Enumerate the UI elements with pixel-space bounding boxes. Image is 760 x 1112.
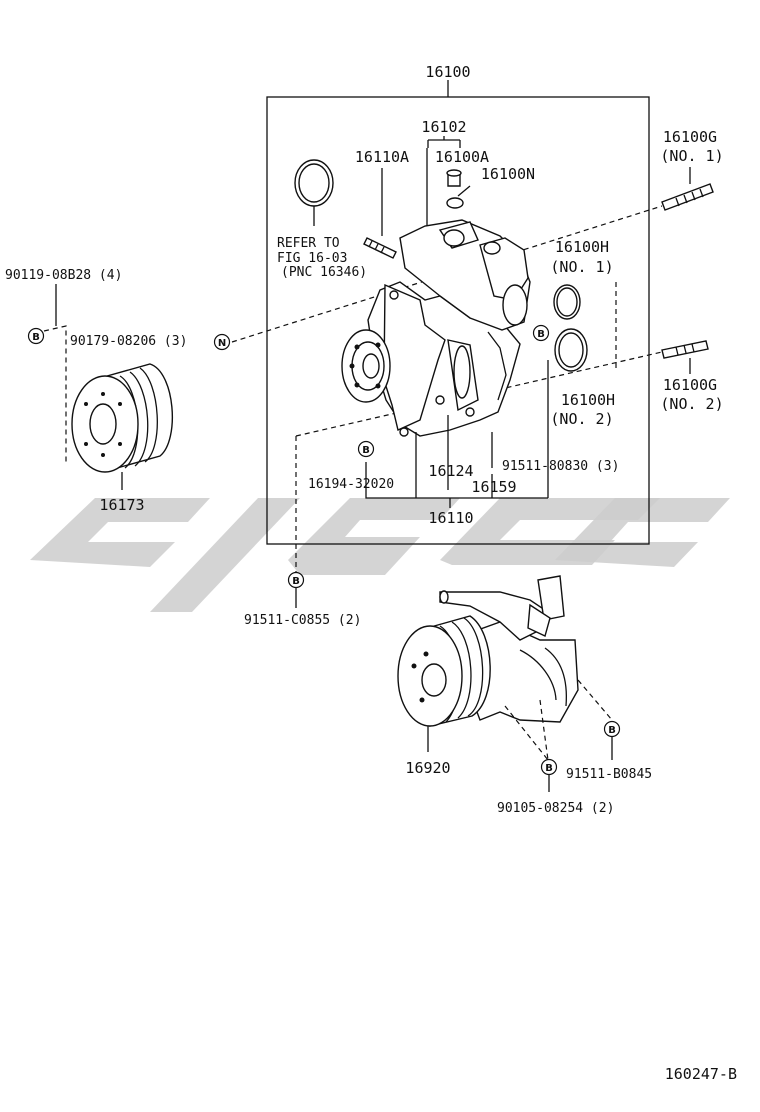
- label-bolt-top: 90119-08B28 (4): [5, 268, 122, 283]
- label-oring-h-1: 16100H: [555, 238, 609, 256]
- badge-n: N: [213, 333, 231, 351]
- water-pump-body: [341, 219, 531, 437]
- label-plug-n: 16100N: [481, 165, 535, 183]
- svg-text:B: B: [545, 763, 553, 774]
- svg-text:B: B: [362, 445, 370, 456]
- svg-text:N: N: [218, 338, 226, 349]
- label-plug-a: 16100A: [435, 148, 489, 166]
- fan-pump-16920: [397, 575, 579, 727]
- label-gasket: 16194-32020: [308, 477, 394, 492]
- washer-16100n: [446, 197, 464, 209]
- label-stud-g-2: 16100G: [663, 376, 717, 394]
- label-stud-g-1: 16100G: [663, 128, 717, 146]
- label-bolt-b0845: 91511-B0845: [566, 767, 652, 782]
- stud-16100g-no1: [661, 183, 714, 211]
- label-bolt-80830: 91511-80830 (3): [502, 459, 619, 474]
- badge-b-flange: B: [532, 324, 550, 342]
- label-bolt-08254: 90105-08254 (2): [497, 801, 614, 816]
- label-refer-line3: (PNC 16346): [281, 265, 367, 280]
- label-bolt-n: 90179-08206 (3): [70, 334, 187, 349]
- badge-b-b0845: B: [603, 720, 621, 738]
- label-stud-a: 16110A: [355, 148, 409, 166]
- stud-16100g-no2: [661, 340, 709, 359]
- svg-text:B: B: [608, 725, 616, 736]
- label-16110-bottom: 16110: [428, 509, 473, 527]
- label-stud-g-2-no: (NO. 2): [660, 395, 723, 413]
- watermark-logo: [30, 498, 730, 612]
- badge-b-pulley: B: [27, 327, 45, 345]
- assembly-box: [266, 96, 650, 545]
- label-assembly: 16100: [425, 63, 470, 81]
- svg-text:B: B: [292, 576, 300, 587]
- stud-16110a: [363, 237, 397, 259]
- label-oring-h-2: 16100H: [561, 391, 615, 409]
- label-bolt-c0855: 91511-C0855 (2): [244, 613, 361, 628]
- badge-b-gasket: B: [357, 440, 375, 458]
- label-fan-pump: 16920: [405, 759, 450, 777]
- pulley-16173: [71, 363, 173, 473]
- label-16124: 16124: [428, 462, 473, 480]
- label-16159: 16159: [471, 478, 516, 496]
- label-sub-assembly: 16102: [421, 118, 466, 136]
- label-stud-g-1-no: (NO. 1): [660, 147, 723, 165]
- svg-text:B: B: [32, 332, 40, 343]
- label-refer-line2: FIG 16-03: [277, 251, 347, 266]
- svg-text:B: B: [537, 329, 545, 340]
- label-pulley: 16173: [99, 496, 144, 514]
- label-oring-h-1-no: (NO. 1): [550, 258, 613, 276]
- label-refer-line1: REFER TO: [277, 236, 340, 251]
- badge-b-c0855: B: [287, 571, 305, 589]
- figure-id: 160247-B: [665, 1065, 737, 1083]
- label-oring-h-2-no: (NO. 2): [550, 410, 613, 428]
- badge-b-08254: B: [540, 758, 558, 776]
- plug-16100a: [446, 169, 464, 209]
